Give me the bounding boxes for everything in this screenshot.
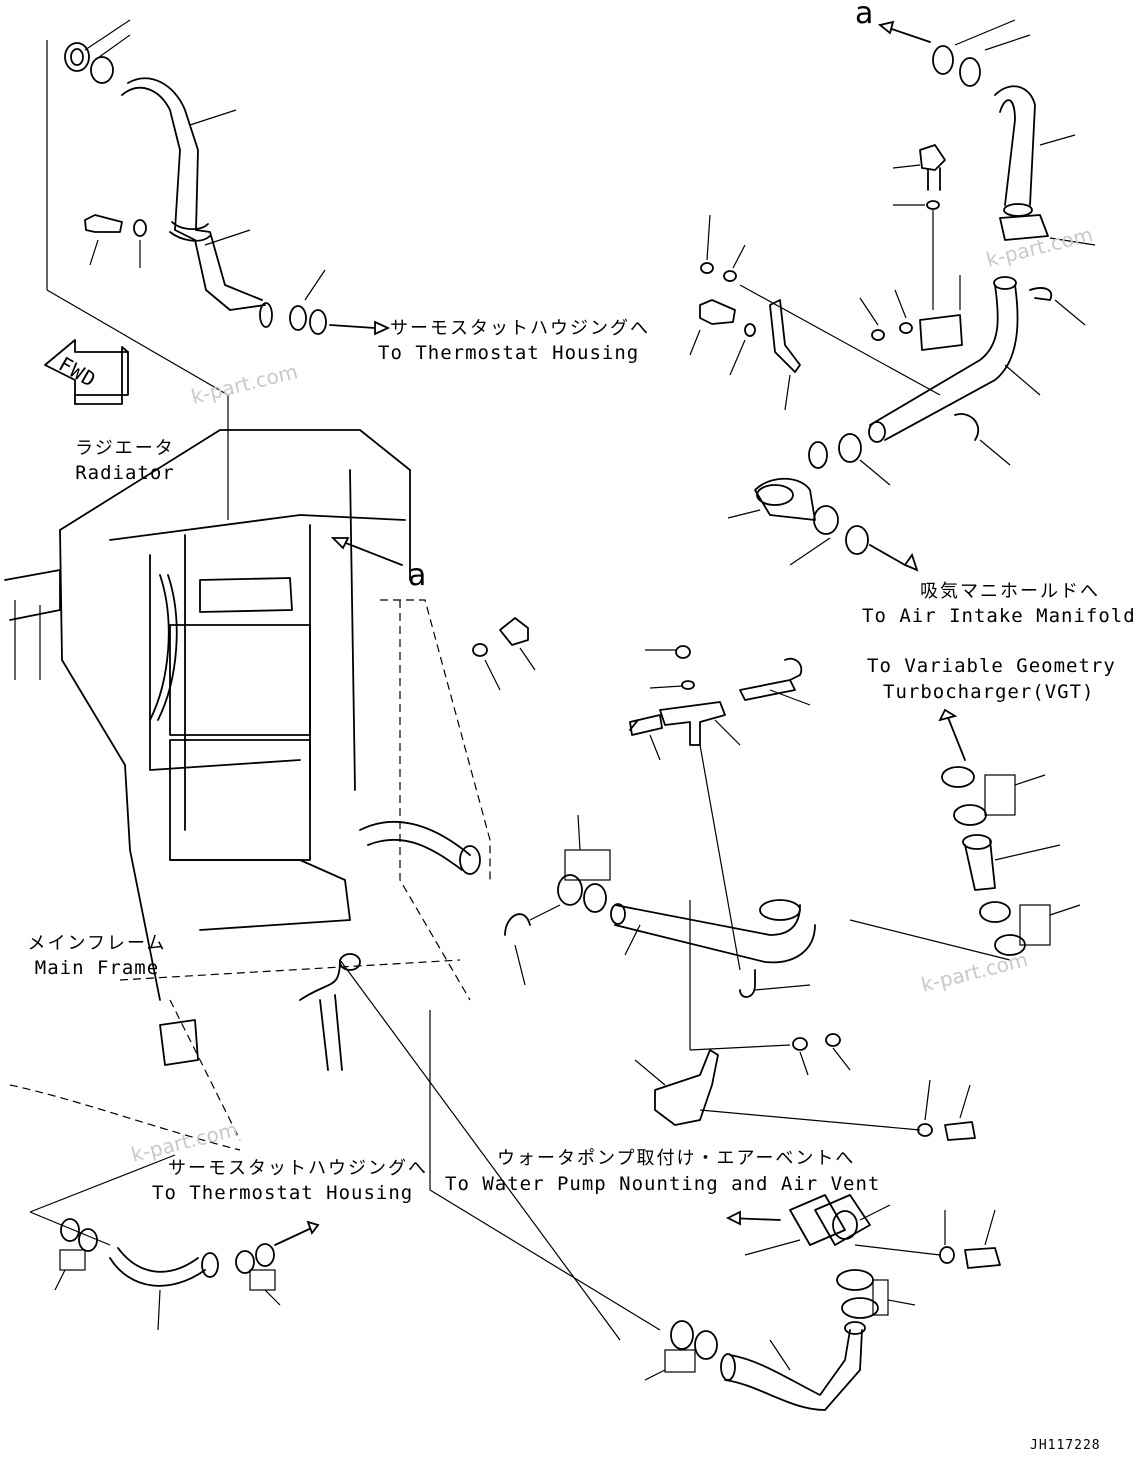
callout-a-top: a	[855, 0, 874, 31]
vgt-label-line2: Turbocharger(VGT)	[883, 681, 1095, 703]
radiator-jp-label: ラジエータ	[75, 438, 175, 459]
water-pump-jp-label: ウォータポンプ取付け・エアーベントへ	[497, 1148, 856, 1169]
radiator-frame-assembly	[4, 429, 491, 1151]
callout-a-mid: a	[408, 558, 427, 593]
thermostat-bottom-en-label: To Thermostat Housing	[152, 1182, 414, 1204]
lower-right-hose-assembly	[339, 959, 1001, 1411]
fwd-arrow-icon	[44, 339, 129, 405]
main-frame-en-label: Main Frame	[34, 957, 160, 979]
thermostat-top-jp-label: サーモスタットハウジングへ	[390, 318, 650, 339]
middle-pipe-assembly	[472, 617, 1011, 1141]
air-intake-jp-label: 吸気マニホールドへ	[920, 581, 1100, 602]
upper-left-hose-assembly	[46, 19, 391, 520]
drawing-number: JH117228	[1030, 1438, 1101, 1453]
air-intake-en-label: To Air Intake Manifold	[862, 605, 1136, 627]
main-frame-jp-label: メインフレーム	[27, 933, 167, 954]
upper-right-hose-assembly	[689, 19, 1096, 572]
vgt-hose-assembly	[938, 708, 1081, 956]
thermostat-bottom-jp-label: サーモスタットハウジングへ	[168, 1158, 428, 1179]
radiator-en-label: Radiator	[75, 462, 175, 484]
thermostat-top-en-label: To Thermostat Housing	[378, 342, 640, 364]
water-pump-en-label: To Water Pump Nounting and Air Vent	[445, 1173, 881, 1195]
vgt-label-line1: To Variable Geometry	[867, 655, 1116, 677]
lower-left-hose-assembly	[29, 1154, 320, 1331]
